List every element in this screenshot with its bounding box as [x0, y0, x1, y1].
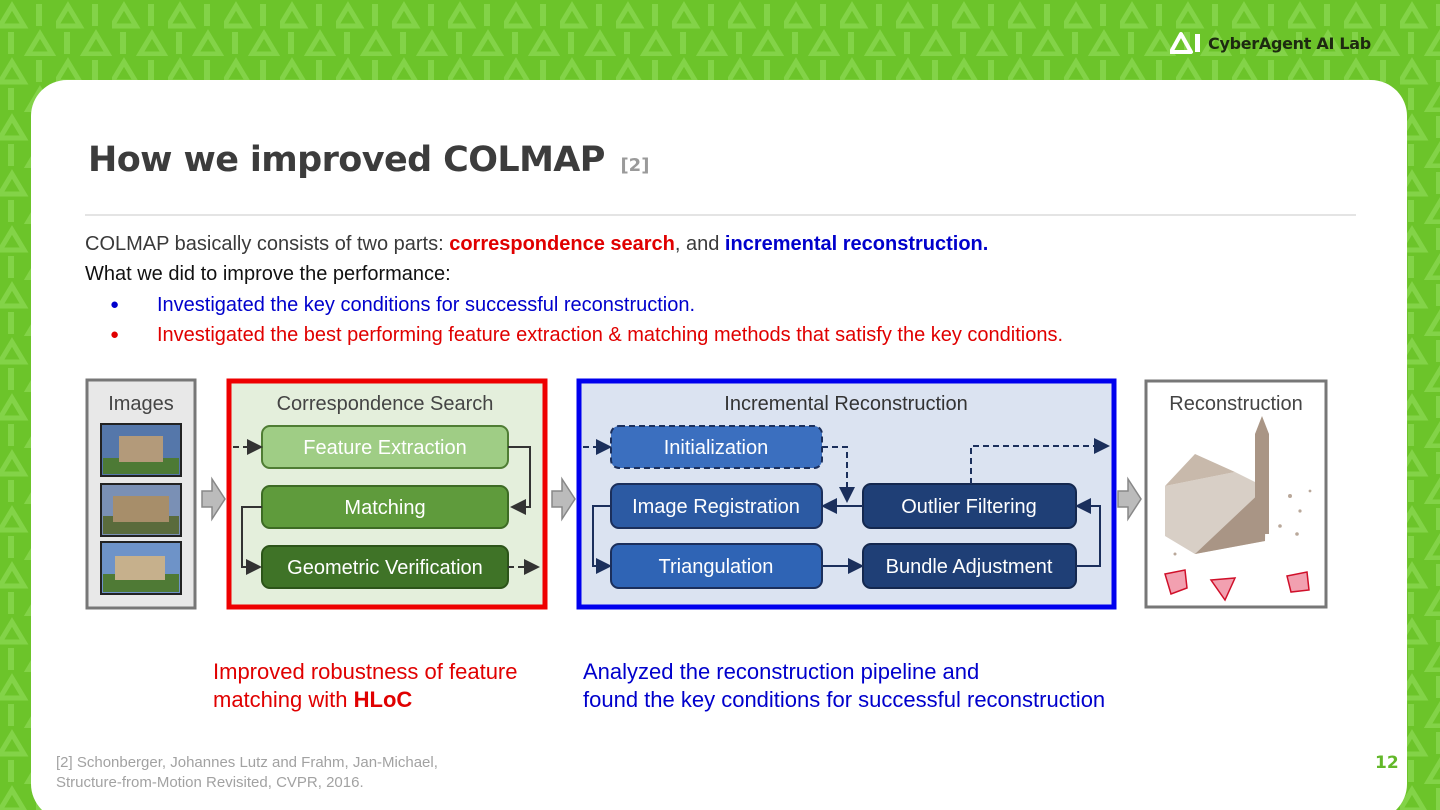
svg-text:Geometric Verification: Geometric Verification	[287, 557, 483, 579]
images-panel: Images	[87, 380, 195, 608]
hloc-highlight: HLoC	[354, 687, 413, 712]
colmap-pipeline-diagram: Images Correspondence Search Feature Ext…	[85, 376, 1335, 616]
incremental-reconstruction-panel: Incremental Reconstruction Initializatio…	[579, 381, 1114, 607]
flow-arrow-icon	[1118, 479, 1141, 519]
svg-text:Image Registration: Image Registration	[632, 496, 800, 518]
flow-arrow-icon	[202, 479, 225, 519]
bullet-dot-icon: ●	[110, 296, 157, 313]
title-reference: [2]	[620, 155, 649, 176]
svg-text:Bundle Adjustment: Bundle Adjustment	[886, 556, 1053, 578]
brand-name: CyberAgent AI Lab	[1208, 34, 1371, 53]
svg-text:Feature Extraction: Feature Extraction	[303, 437, 466, 459]
reconstruction-panel: Reconstruction	[1146, 381, 1326, 607]
svg-text:Triangulation: Triangulation	[659, 556, 774, 578]
footnote: [2] Schonberger, Johannes Lutz and Frahm…	[56, 753, 438, 793]
flow-arrow-icon	[552, 479, 575, 519]
subhead: What we did to improve the performance:	[85, 263, 451, 286]
bullet-dot-icon: ●	[110, 326, 157, 343]
slide-title: How we improved COLMAP [2]	[88, 140, 649, 180]
input-image	[101, 484, 181, 536]
bullet-item: ●Investigated the best performing featur…	[110, 324, 1063, 347]
correspondence-search-highlight: correspondence search	[449, 233, 675, 255]
reconstruction-note: Analyzed the reconstruction pipeline and…	[583, 658, 1105, 714]
incremental-reconstruction-highlight: incremental reconstruction.	[725, 233, 988, 255]
svg-text:Outlier Filtering: Outlier Filtering	[901, 496, 1037, 518]
svg-text:Initialization: Initialization	[664, 437, 769, 459]
images-label: Images	[108, 393, 174, 415]
brand-logo: CyberAgent AI Lab	[1170, 32, 1371, 54]
svg-text:Matching: Matching	[344, 497, 425, 519]
input-image	[101, 542, 181, 594]
correspondence-search-panel: Correspondence Search Feature Extraction…	[229, 381, 545, 607]
correspondence-title: Correspondence Search	[277, 393, 494, 415]
correspondence-note: Improved robustness of feature matching …	[213, 658, 518, 714]
title-divider	[85, 214, 1356, 216]
bullet-item: ●Investigated the key conditions for suc…	[110, 294, 695, 317]
input-image	[101, 424, 181, 476]
incremental-title: Incremental Reconstruction	[724, 393, 967, 415]
page-number: 12	[1375, 753, 1399, 773]
logo-mark-icon	[1170, 32, 1202, 54]
intro-line: COLMAP basically consists of two parts: …	[85, 233, 988, 256]
reconstruction-label: Reconstruction	[1169, 393, 1302, 415]
